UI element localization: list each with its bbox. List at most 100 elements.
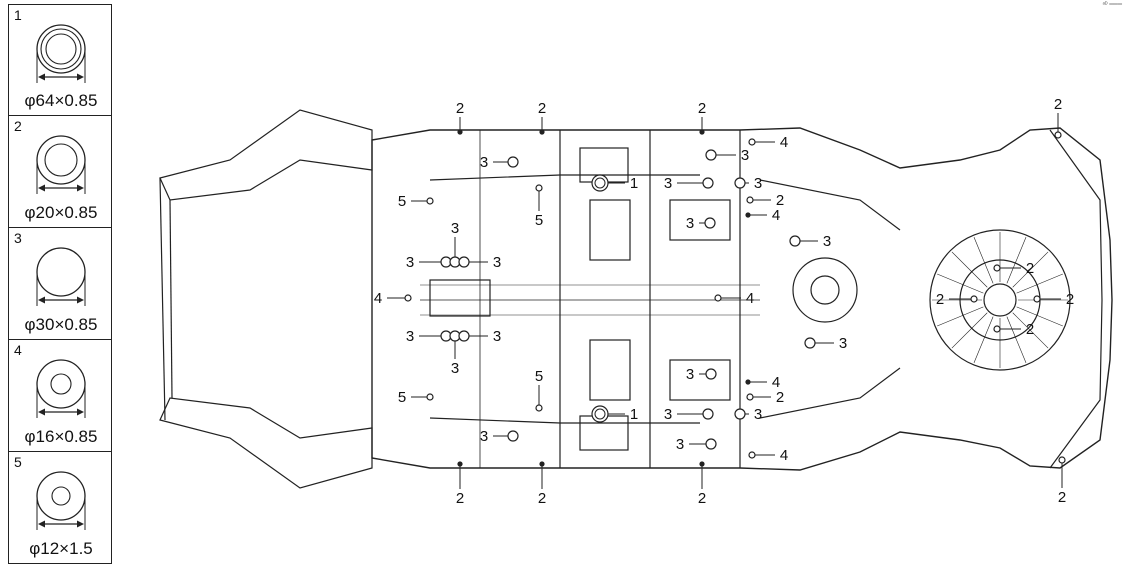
ring-plug-icon bbox=[36, 135, 86, 194]
callout-label: 3 bbox=[839, 335, 847, 352]
callout-plug-1: 1 bbox=[591, 405, 638, 423]
callout-label: 3 bbox=[480, 428, 488, 445]
callout-label: 2 bbox=[1026, 260, 1034, 277]
callout-plug-4: 4 bbox=[745, 374, 780, 391]
legend-spec: φ20×0.85 bbox=[24, 203, 98, 222]
callout-label: 2 bbox=[776, 389, 784, 406]
callout-plug-2: 2 bbox=[538, 100, 546, 135]
callout-label: 1 bbox=[630, 175, 638, 192]
callout-plug-4: 4 bbox=[374, 290, 412, 307]
callout-plug-2: 2 bbox=[1033, 291, 1074, 308]
legend-spec: φ12×1.5 bbox=[29, 539, 93, 558]
callout-label: 3 bbox=[664, 175, 672, 192]
callout-label: 5 bbox=[398, 193, 406, 210]
vehicle-underbody-outline bbox=[159, 109, 1113, 489]
callout-plug-3: 3 bbox=[406, 254, 452, 271]
callout-label: 3 bbox=[676, 436, 684, 453]
callout-label: 2 bbox=[936, 291, 944, 308]
callout-label: 3 bbox=[664, 406, 672, 423]
callout-plug-5: 5 bbox=[535, 368, 543, 412]
callout-label: 4 bbox=[746, 290, 754, 307]
callout-label: 3 bbox=[741, 147, 749, 164]
callout-label: 1 bbox=[630, 406, 638, 423]
callout-plug-3: 3 bbox=[458, 254, 501, 271]
callout-label: 3 bbox=[480, 154, 488, 171]
callout-label: 2 bbox=[538, 100, 546, 117]
legend-spec: φ30×0.85 bbox=[24, 315, 98, 334]
legend-item-1: 1 φ64×0.85 bbox=[8, 4, 112, 116]
callout-label: 3 bbox=[493, 328, 501, 345]
callout-label: 2 bbox=[776, 192, 784, 209]
callout-plug-1: 1 bbox=[591, 174, 638, 192]
ring-plug-icon bbox=[36, 359, 86, 418]
legend-item-4: 4 φ16×0.85 bbox=[8, 340, 112, 452]
legend-item-2: 2 φ20×0.85 bbox=[8, 116, 112, 228]
callout-plug-2: 2 bbox=[936, 291, 978, 308]
legend-spec: φ64×0.85 bbox=[24, 91, 98, 110]
callout-label: 2 bbox=[698, 100, 706, 117]
callout-label: 2 bbox=[456, 490, 464, 507]
callout-label: 2 bbox=[538, 490, 546, 507]
callout-label: 3 bbox=[686, 366, 694, 383]
legend-number: 5 bbox=[14, 454, 22, 470]
legend-item-3: 3 φ30×0.85 bbox=[8, 228, 112, 340]
callout-plug-3: 3 bbox=[664, 175, 714, 192]
callout-label: 3 bbox=[451, 360, 459, 377]
callout-label: 2 bbox=[1026, 321, 1034, 338]
callout-label: 2 bbox=[1058, 489, 1066, 506]
legend-number: 1 bbox=[14, 7, 22, 23]
callout-plug-3: 3 bbox=[804, 335, 847, 352]
callout-plug-2: 2 bbox=[456, 461, 464, 507]
flat-plug-icon bbox=[36, 247, 86, 306]
callout-label: 3 bbox=[823, 233, 831, 250]
callout-plug-2: 2 bbox=[698, 461, 706, 507]
callout-plug-2: 2 bbox=[538, 461, 546, 507]
callout-plug-2: 2 bbox=[1058, 456, 1066, 506]
callout-label: 4 bbox=[772, 374, 780, 391]
callout-plug-5: 5 bbox=[535, 184, 543, 229]
callout-label: 3 bbox=[451, 220, 459, 237]
callout-plug-3: 3 bbox=[449, 330, 461, 377]
callout-plug-3: 3 bbox=[449, 220, 461, 268]
callout-plug-2: 2 bbox=[456, 100, 464, 135]
callout-plug-2: 2 bbox=[993, 321, 1034, 338]
callout-label: 4 bbox=[780, 134, 788, 151]
corner-mark: ᵃᴰ ═══ bbox=[1102, 2, 1122, 8]
callout-plug-3: 3 bbox=[686, 366, 717, 383]
callout-label: 3 bbox=[406, 254, 414, 271]
callout-plug-3: 3 bbox=[789, 233, 831, 250]
double-ring-plug-icon bbox=[36, 24, 86, 83]
callout-plug-4: 4 bbox=[714, 290, 754, 307]
callout-label: 4 bbox=[780, 447, 788, 464]
callout-plug-3: 3 bbox=[676, 436, 717, 453]
callout-label: 2 bbox=[1066, 291, 1074, 308]
callout-label: 3 bbox=[754, 175, 762, 192]
callout-plug-5: 5 bbox=[398, 193, 434, 210]
callout-label: 4 bbox=[772, 207, 780, 224]
callout-plug-3: 3 bbox=[734, 175, 762, 192]
legend-number: 3 bbox=[14, 230, 22, 246]
callout-label: 3 bbox=[754, 406, 762, 423]
callout-plug-3: 3 bbox=[480, 154, 519, 171]
callout-label: 3 bbox=[406, 328, 414, 345]
callout-label: 2 bbox=[456, 100, 464, 117]
callout-plug-2: 2 bbox=[746, 192, 784, 209]
callout-label: 4 bbox=[374, 290, 382, 307]
legend-spec: φ16×0.85 bbox=[24, 427, 98, 446]
callout-label: 3 bbox=[493, 254, 501, 271]
callout-plug-3: 3 bbox=[686, 215, 716, 232]
callout-label: 2 bbox=[1054, 96, 1062, 113]
callout-plug-4: 4 bbox=[745, 207, 780, 224]
callout-plug-4: 4 bbox=[748, 134, 788, 151]
callout-plug-3: 3 bbox=[406, 328, 452, 345]
legend-number: 2 bbox=[14, 118, 22, 134]
ring-plug-icon bbox=[36, 471, 86, 530]
callout-label: 2 bbox=[698, 490, 706, 507]
callout-plug-3: 3 bbox=[458, 328, 501, 345]
legend-item-5: 5 φ12×1.5 bbox=[8, 452, 112, 564]
callout-label: 5 bbox=[398, 389, 406, 406]
callout-plug-5: 5 bbox=[398, 389, 434, 406]
legend-number: 4 bbox=[14, 342, 22, 358]
callout-plug-2: 2 bbox=[746, 389, 784, 406]
